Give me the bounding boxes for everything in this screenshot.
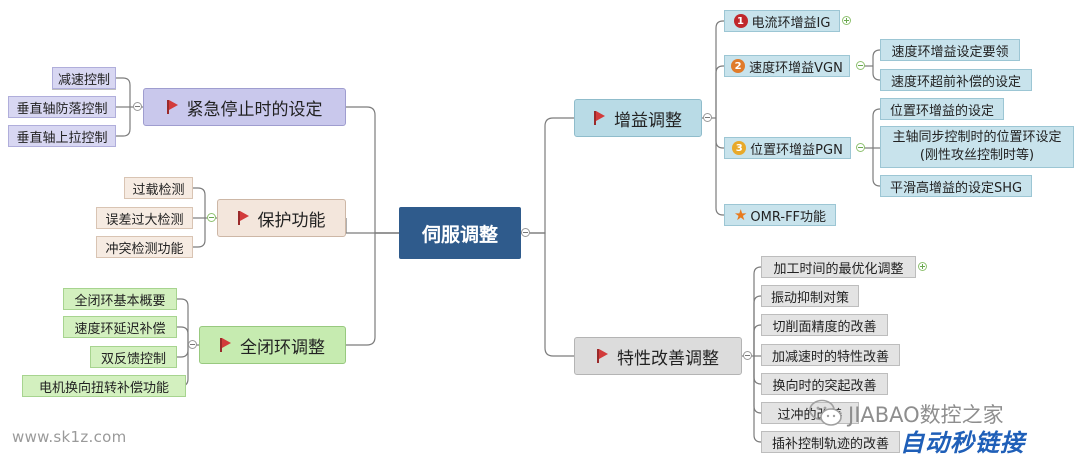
leaf-position-gain-setting[interactable]: 位置环增益的设定 <box>880 98 1004 120</box>
leaf-label: 位置环增益PGN <box>750 142 843 158</box>
leaf-label: 振动抑制对策 <box>770 290 849 306</box>
leaf-label: 平滑高增益的设定SHG <box>889 180 1023 196</box>
leaf-excessive-error-detection[interactable]: 误差过大检测 <box>96 207 193 229</box>
position-loop-gain-pgn[interactable]: 3 位置环增益PGN <box>724 137 851 159</box>
leaf-label: 过载检测 <box>132 182 185 198</box>
flag-icon <box>594 111 606 125</box>
leaf-reversal-protrusion[interactable]: 换向时的突起改善 <box>761 373 888 395</box>
leaf-speed-gain-setting-tips[interactable]: 速度环增益设定要领 <box>880 39 1020 61</box>
leaf-overload-detection[interactable]: 过载检测 <box>124 177 193 199</box>
leaf-collision-detection[interactable]: 冲突检测功能 <box>96 236 193 258</box>
leaf-dual-feedback[interactable]: 双反馈控制 <box>90 346 177 368</box>
leaf-label: 双反馈控制 <box>100 351 166 367</box>
root-node[interactable]: 伺服调整 <box>399 207 521 259</box>
leaf-speed-loop-delay-comp[interactable]: 速度环延迟补偿 <box>63 316 177 338</box>
leaf-cut-surface-accuracy[interactable]: 切削面精度的改善 <box>761 314 888 336</box>
leaf-label: 速度环增益设定要领 <box>891 44 1009 60</box>
leaf-label: 加工时间的最优化调整 <box>773 261 904 277</box>
leaf-vertical-axis-fall-prevention[interactable]: 垂直轴防落控制 <box>8 96 116 118</box>
leaf-smooth-high-gain-shg[interactable]: 平滑高增益的设定SHG <box>880 175 1032 197</box>
emergency-collapse-toggle[interactable] <box>133 102 142 111</box>
gain-adjustment-label: 增益调整 <box>614 110 682 131</box>
gain-adjustment-node[interactable]: 增益调整 <box>574 99 702 137</box>
emergency-stop-label: 紧急停止时的设定 <box>186 99 323 120</box>
leaf-speed-lead-comp-setting[interactable]: 速度环超前补偿的设定 <box>880 69 1032 91</box>
full-closed-loop-node[interactable]: 全闭环调整 <box>199 326 346 364</box>
number-2-badge-icon: 2 <box>731 59 746 73</box>
leaf-full-closed-overview[interactable]: 全闭环基本概要 <box>63 288 177 310</box>
current-loop-gain-ig[interactable]: 1 电流环增益IG <box>724 10 840 32</box>
leaf-label: 减速控制 <box>58 72 111 88</box>
characteristic-improvement-label: 特性改善调整 <box>617 348 719 369</box>
flag-icon <box>237 211 250 225</box>
emergency-stop-node[interactable]: 紧急停止时的设定 <box>143 88 346 126</box>
leaf-label-line2: (刚性攻丝控制时等) <box>919 148 1035 163</box>
ig-expand-toggle[interactable] <box>842 16 851 25</box>
characteristic-collapse-toggle[interactable] <box>743 351 752 360</box>
protection-label: 保护功能 <box>257 210 326 231</box>
star-icon: ★ <box>733 206 748 224</box>
leaf-label: 冲突检测功能 <box>105 241 184 257</box>
leaf-label: 换向时的突起改善 <box>772 378 877 394</box>
leaf-label: 速度环超前补偿的设定 <box>890 74 1021 90</box>
flag-icon <box>597 349 609 363</box>
number-1-badge-icon: 1 <box>733 14 748 28</box>
flag-icon <box>166 100 179 114</box>
leaf-label: 电流环增益IG <box>751 15 831 31</box>
leaf-label: 速度环增益VGN <box>749 60 843 76</box>
leaf-label: 垂直轴上拉控制 <box>16 130 108 146</box>
flag-icon <box>220 338 232 352</box>
leaf-label: 误差过大检测 <box>105 212 184 228</box>
leaf-motor-commutation-torsion-comp[interactable]: 电机换向扭转补偿功能 <box>22 375 186 397</box>
watermark-brand: JIABAO数控之家 自动秒链接 <box>808 396 1058 457</box>
leaf-accel-decel-characteristic[interactable]: 加减速时的特性改善 <box>761 344 900 366</box>
leaf-label: 垂直轴防落控制 <box>16 101 108 117</box>
protection-collapse-toggle[interactable] <box>207 213 216 222</box>
leaf-label-line1: 主轴同步控制时的位置环设定 <box>892 130 1062 145</box>
leaf-deceleration-control[interactable]: 减速控制 <box>52 67 116 89</box>
number-3-badge-icon: 3 <box>732 141 747 155</box>
root-label: 伺服调整 <box>421 223 498 246</box>
leaf-interpolation-trajectory[interactable]: 插补控制轨迹的改善 <box>761 431 900 453</box>
leaf-spindle-sync-position-setting[interactable]: 主轴同步控制时的位置环设定 (刚性攻丝控制时等) <box>880 126 1074 168</box>
machining-time-expand-toggle[interactable] <box>918 262 927 271</box>
leaf-vertical-axis-pull-up[interactable]: 垂直轴上拉控制 <box>8 125 116 147</box>
leaf-label: 电机换向扭转补偿功能 <box>38 380 169 396</box>
leaf-label: 速度环延迟补偿 <box>74 321 166 337</box>
watermark-brand-bottom: 自动秒链接 <box>900 429 1025 457</box>
vgn-collapse-toggle[interactable] <box>856 61 865 70</box>
root-collapse-toggle[interactable] <box>521 228 530 237</box>
leaf-label: 插补控制轨迹的改善 <box>771 436 889 452</box>
leaf-label: 位置环增益的设定 <box>889 103 994 119</box>
leaf-label: OMR-FF功能 <box>750 209 827 225</box>
leaf-label: 加减速时的特性改善 <box>771 349 889 365</box>
watermark-site: www.sk1z.com <box>12 428 127 446</box>
watermark-brand-top: JIABAO数控之家 <box>848 403 1004 427</box>
wechat-icon <box>809 399 842 426</box>
protection-node[interactable]: 保护功能 <box>217 199 346 237</box>
gain-collapse-toggle[interactable] <box>703 113 712 122</box>
full-closed-loop-label: 全闭环调整 <box>240 337 325 358</box>
leaf-vibration-suppression[interactable]: 振动抑制对策 <box>761 285 859 307</box>
characteristic-improvement-node[interactable]: 特性改善调整 <box>574 337 742 375</box>
leaf-label: 切削面精度的改善 <box>772 319 877 335</box>
leaf-machining-time-optimization[interactable]: 加工时间的最优化调整 <box>761 256 916 278</box>
omr-ff-function[interactable]: ★ OMR-FF功能 <box>724 204 836 226</box>
full-closed-collapse-toggle[interactable] <box>188 340 197 349</box>
speed-loop-gain-vgn[interactable]: 2 速度环增益VGN <box>724 55 850 77</box>
pgn-collapse-toggle[interactable] <box>856 143 865 152</box>
leaf-label: 全闭环基本概要 <box>74 293 166 309</box>
